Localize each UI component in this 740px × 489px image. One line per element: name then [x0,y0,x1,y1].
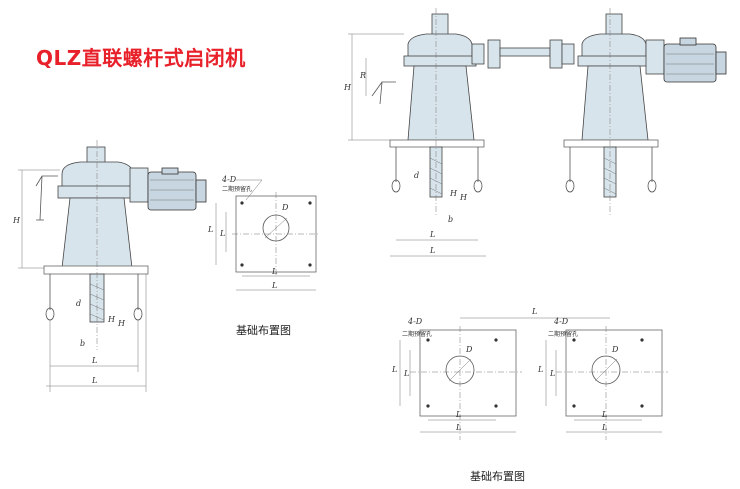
plan-b-label-holes: 4-D [553,317,569,326]
left-plan-label-L4: L [207,225,213,234]
left-plan-caption: 基础布置图 [236,324,291,337]
left-plan-label-L5: L [271,267,277,276]
plan-b-label-L6: L [601,423,607,432]
bottom-plan-caption: 基础布置图 [470,470,525,483]
plan-a-label-holes: 4-D [407,317,423,326]
page-title: QLZ直联螺杆式启闭机 [36,46,246,70]
left-label-L4: L [91,376,97,385]
plan-b-label-L4: L [537,365,543,374]
left-motor-fan [195,179,207,203]
dual-label-H1: H [449,189,458,198]
left-hand-wheel [35,175,58,221]
dual-motor [663,43,717,83]
dual-hoist-elevation: H R d H H b L L [343,8,727,257]
unit-b-base [563,139,659,148]
unit-b-pedestal [581,65,649,141]
coupling-a [487,39,501,69]
plan-b-label-L5: L [601,410,607,419]
unit-b-shaft [605,13,623,37]
left-label-b: b [80,339,85,348]
left-foundation-plan: D 4-D 二期预留孔 L L L L 基础布置图 [207,175,320,337]
plan-plate-b [565,329,663,417]
plan-label-L: L [531,307,537,316]
left-label-H1: H [107,315,116,324]
left-label-H: H [12,216,21,225]
left-motor-box [161,167,179,175]
dual-label-H: H [343,83,352,92]
connecting-shaft [499,47,551,57]
left-shaft-stub [86,146,106,164]
dual-label-L3: L [429,230,435,239]
left-base-plate [43,265,149,275]
plan-b-label-D1: D [611,345,619,354]
left-label-H2: H [117,319,126,328]
left-coupling [129,167,149,203]
plan-a-label-L5: L [455,410,461,419]
plan-a-label-L4: L [391,365,397,374]
dual-foundation-plan: L D 4-D 二期预留孔 L L L L D 4-D 二期预留孔 [391,307,668,483]
unit-b-housing [581,33,647,59]
dual-label-L4: L [429,246,435,255]
unit-a-shaft [431,13,449,37]
left-motor [147,171,197,211]
plan-a-label-D1: D [465,345,473,354]
left-plan-label-L3: L [219,229,225,238]
dual-label-b: b [448,215,453,224]
coupling-b [549,39,563,69]
plan-a-label-L3: L [403,369,409,378]
dual-label-d: d [414,171,419,180]
unit-a-hand-wheel [371,81,396,105]
left-plan-label-L6: L [271,281,277,290]
plan-b-label-L3: L [549,369,555,378]
unit-a-housing [407,33,473,59]
left-plan-label-D1: D [281,203,289,212]
plan-a-label-L6: L [455,423,461,432]
dual-label-H2: H [459,193,468,202]
plan-plate-a [419,329,517,417]
left-gear-flange [57,185,139,199]
left-label-d: d [76,299,81,308]
unit-a-base [389,139,485,148]
left-plan-label-reserved: 二期预留孔 [222,185,252,193]
unit-a-pedestal [407,65,475,141]
left-plan-label-holes: 4-D [221,175,237,184]
left-hoist-elevation: H d b H H L L [12,140,207,392]
plan-b-label-reserved: 二期预留孔 [548,330,578,338]
dual-label-R: R [359,71,366,80]
plan-a-label-reserved: 二期预留孔 [402,330,432,338]
left-label-L3: L [91,356,97,365]
